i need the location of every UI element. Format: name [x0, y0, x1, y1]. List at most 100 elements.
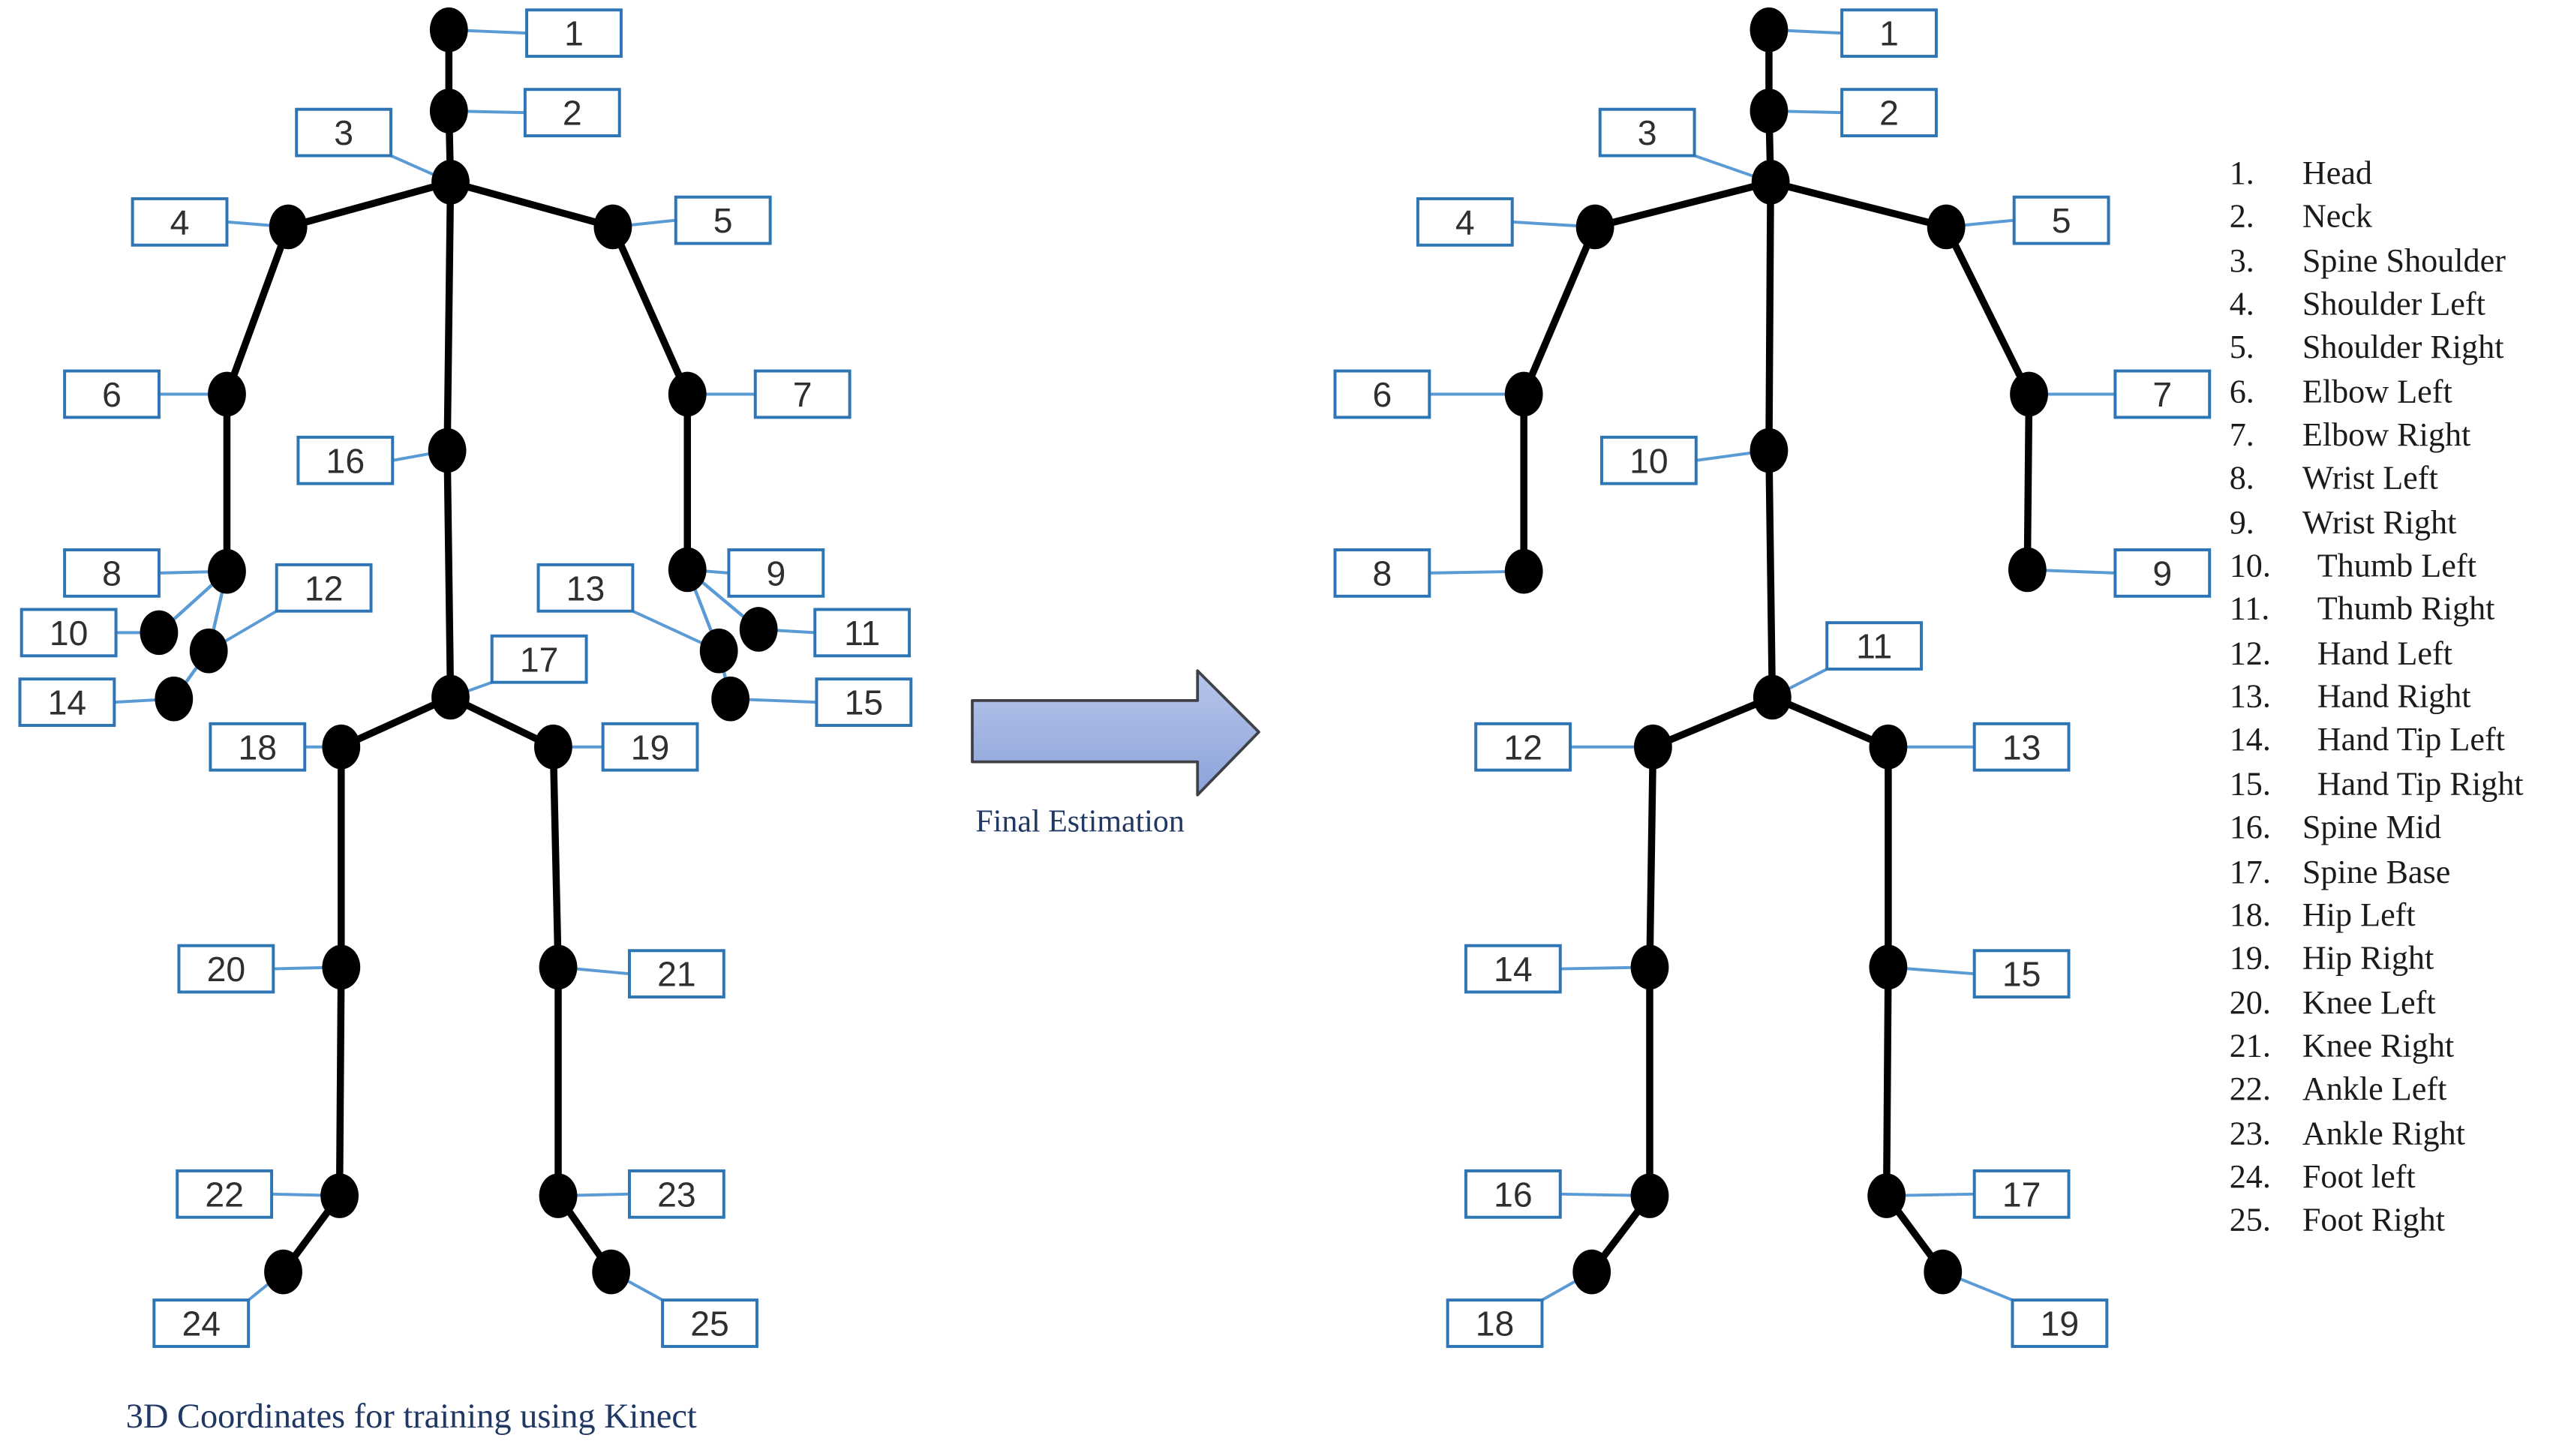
joint-node-kneeL [322, 944, 361, 990]
joint-node-elbowR [668, 371, 707, 417]
joint-label-box-3: 3 [1598, 107, 1696, 158]
legend-item-7: 7.Elbow Right [2230, 414, 2524, 458]
legend-item-number: 17. [2229, 854, 2271, 890]
label-box-rect-24 [152, 1298, 251, 1348]
label-box-rect-25 [661, 1298, 758, 1348]
legend-item-label: Spine Mid [2302, 809, 2442, 847]
legend-item-label: Spine Shoulder [2302, 242, 2506, 280]
joint-node-shoulderR [593, 204, 632, 250]
joint-node-neck [1750, 89, 1789, 134]
joint-label-box-18: 18 [209, 722, 307, 772]
label-box-rect-6 [63, 369, 161, 419]
label-box-number-16: 16 [1494, 1175, 1533, 1214]
joint-node-elbowL [208, 371, 246, 417]
legend-item-20: 20.Knee Left [2230, 981, 2524, 1025]
legend-item-9: 9.Wrist Right [2230, 501, 2524, 545]
label-box-rect-6 [1333, 369, 1431, 419]
joint-node-hipL [1633, 724, 1672, 770]
joint-label-box-23: 23 [627, 1169, 725, 1219]
joint-label-box-1: 1 [525, 8, 623, 59]
legend-item-18: 18.Hip Left [2230, 894, 2524, 938]
joint-label-box-15: 15 [1972, 949, 2071, 999]
label-box-rect-13 [536, 563, 635, 613]
legend-item-label: Thumb Left [2317, 548, 2476, 585]
legend-item-label: Foot Right [2302, 1202, 2446, 1239]
legend-item-number: 8. [2229, 461, 2254, 498]
label-box-number-8: 8 [102, 554, 122, 593]
label-box-rect-21 [627, 949, 725, 999]
legend-item-15: 15.Hand Tip Right [2230, 763, 2524, 806]
legend-item-label: Shoulder Left [2302, 287, 2485, 323]
joint-label-box-2: 2 [523, 88, 621, 138]
label-box-number-18: 18 [239, 728, 278, 767]
legend-item-14: 14.Hand Tip Left [2230, 719, 2524, 763]
label-box-number-6: 6 [1373, 375, 1392, 414]
bone-hipL-kneeL [1646, 746, 1657, 968]
joint-label-box-6: 6 [63, 369, 161, 419]
label-box-number-19: 19 [631, 728, 670, 767]
legend-item-label: Foot left [2302, 1159, 2416, 1196]
figure-caption: 3D Coordinates for training using Kinect [125, 1396, 697, 1436]
legend-item-number: 21. [2229, 1028, 2271, 1065]
label-box-rect-5 [2012, 195, 2110, 245]
bone-kneeR-ankleR [1882, 967, 1892, 1196]
joint-label-box-11: 11 [1825, 621, 1924, 671]
label-box-number-7: 7 [2152, 375, 2172, 414]
label-box-number-5: 5 [713, 201, 733, 240]
label-box-rect-12 [275, 563, 373, 613]
legend-item-number: 23. [2229, 1115, 2271, 1152]
label-box-rect-16 [1464, 1169, 1562, 1219]
label-box-number-19: 19 [2041, 1304, 2080, 1343]
label-box-rect-9 [727, 548, 825, 598]
joint-label-box-20: 20 [177, 944, 275, 994]
joint-label-box-17: 17 [1972, 1169, 2071, 1219]
joint-node-thumbR [739, 607, 778, 652]
label-box-rect-17 [490, 634, 588, 684]
joint-label-box-8: 8 [63, 548, 161, 598]
legend-item-label: Knee Right [2302, 1028, 2455, 1065]
joint-node-handR [699, 628, 738, 674]
label-box-number-18: 18 [1476, 1304, 1515, 1343]
label-box-rect-8 [63, 548, 161, 598]
joint-label-box-10: 10 [1599, 435, 1698, 485]
bone-shoulderR-elbowR [1942, 225, 2032, 396]
legend-item-number: 6. [2229, 374, 2254, 410]
bone-shoulderL-elbowL [1520, 225, 1599, 396]
label-box-number-10: 10 [50, 614, 89, 653]
legend-item-number: 15. [2229, 766, 2271, 803]
bone-spineShoulder-spineMid [1765, 182, 1774, 451]
legend-item-number: 24. [2229, 1159, 2271, 1196]
joint-label-box-5: 5 [2012, 195, 2110, 245]
joint-node-handL [189, 628, 228, 674]
joint-node-spineShoulder [431, 160, 470, 205]
bone-spineBase-hipR [1771, 694, 1890, 751]
legend-item-16: 16.Spine Mid [2230, 807, 2524, 851]
legend-item-number: 4. [2229, 287, 2254, 323]
label-box-number-3: 3 [1638, 113, 1657, 152]
legend-item-label: Hand Right [2317, 679, 2471, 716]
legend-item-number: 7. [2229, 417, 2254, 455]
joint-label-box-2: 2 [1840, 88, 1938, 138]
joint-node-kneeR [1869, 944, 1908, 990]
bone-spineBase-hipL [339, 694, 452, 751]
label-box-rect-10 [1599, 435, 1698, 485]
legend-item-17: 17.Spine Base [2230, 851, 2524, 894]
joint-label-box-24: 24 [152, 1298, 251, 1348]
joint-node-ankleR [539, 1173, 578, 1218]
joint-label-box-17: 17 [490, 634, 588, 684]
joint-node-shoulderL [269, 204, 308, 250]
label-box-number-23: 23 [657, 1175, 696, 1214]
label-box-number-5: 5 [2052, 201, 2071, 240]
label-box-rect-3 [1598, 107, 1696, 158]
joint-label-box-13: 13 [1972, 722, 2071, 772]
joint-label-box-22: 22 [176, 1169, 274, 1219]
legend-item-label: Hip Left [2302, 897, 2416, 934]
label-box-number-1: 1 [564, 14, 584, 53]
label-box-number-11: 11 [844, 614, 880, 653]
joint-node-spineShoulder [1751, 160, 1790, 205]
joint-node-wristR [668, 547, 707, 593]
legend-item-number: 14. [2229, 722, 2271, 760]
label-box-rect-8 [1333, 548, 1431, 598]
label-box-number-22: 22 [205, 1175, 244, 1214]
legend-item-6: 6.Elbow Left [2230, 371, 2524, 414]
